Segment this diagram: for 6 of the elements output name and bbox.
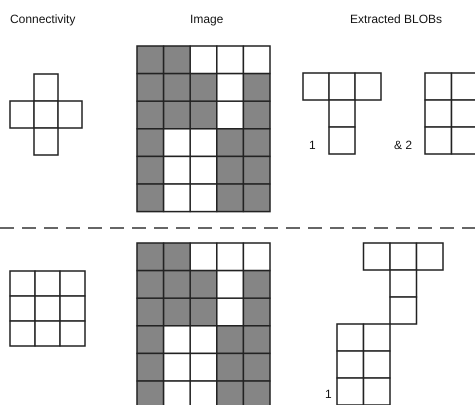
callout-number: 1 — [309, 138, 316, 152]
callout-number: & 2 — [394, 138, 412, 152]
column-heading: Extracted BLOBs — [350, 12, 442, 26]
callout-number: 1 — [325, 387, 332, 401]
column-heading: Image — [190, 12, 224, 26]
column-heading: Connectivity — [10, 12, 76, 26]
